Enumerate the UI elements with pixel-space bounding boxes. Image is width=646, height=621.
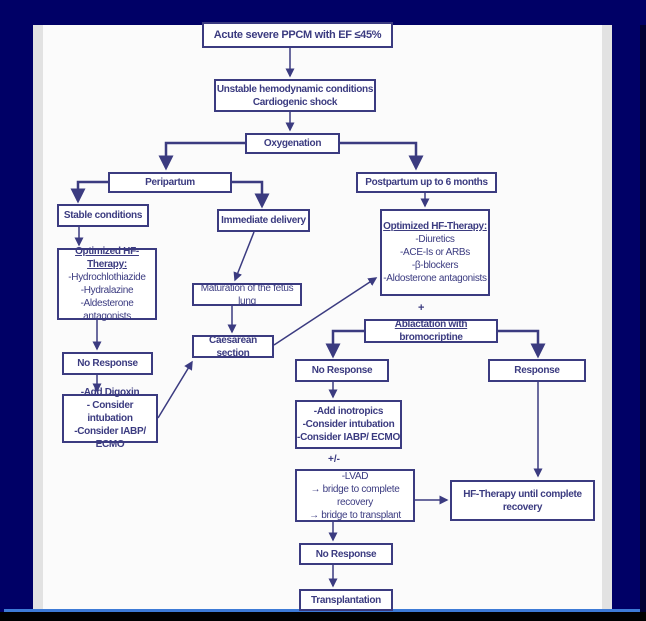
node-no-response-left: No Response — [62, 352, 153, 375]
node-text: Ablactation with bromocriptine — [394, 319, 468, 343]
arrow — [233, 231, 255, 282]
node-text: Acute severe PPCM with EF ≤45% — [213, 28, 382, 41]
node-caesarean: Caesarean section — [192, 334, 274, 359]
node-no-response-bottom: No Response — [299, 543, 393, 565]
node-item: -LVAD — [341, 470, 369, 482]
node-item: -Add inotropics — [313, 406, 384, 417]
node-item: -Add Digoxin — [80, 387, 140, 398]
node-item: - Consider intubation — [86, 400, 134, 424]
arrow — [70, 180, 108, 204]
plus-minus-label: +/- — [328, 454, 340, 465]
node-item: -β-blockers — [411, 260, 459, 271]
node-item: → bridge to transplant — [309, 509, 401, 521]
node-acute: Acute severe PPCM with EF ≤45% — [202, 22, 393, 48]
node-item: -Diuretics — [415, 234, 455, 245]
node-item: -Hydrochlothiazide — [68, 272, 146, 283]
node-item: -Consider IABP/ ECMO — [297, 432, 400, 443]
node-peripartum: Peripartum — [108, 172, 232, 193]
arrow — [325, 329, 364, 359]
node-text: Immediate delivery — [221, 215, 306, 226]
node-postpartum: Postpartum up to 6 months — [356, 172, 497, 193]
node-text: Transplantation — [311, 594, 381, 606]
arrow — [340, 141, 424, 171]
node-text: No Response — [311, 365, 373, 376]
node-text: Caesarean section — [209, 334, 257, 359]
node-item: -Hydralazine — [80, 285, 134, 296]
node-oxygenation: Oxygenation — [245, 133, 340, 154]
node-text: No Response — [315, 548, 377, 560]
window-edge — [640, 25, 646, 621]
arrow — [232, 180, 270, 209]
arrow — [273, 277, 378, 346]
node-no-response-mid: No Response — [295, 359, 389, 382]
node-text: No Response — [77, 358, 138, 369]
node-response: Response — [488, 359, 586, 382]
arrow — [498, 329, 546, 359]
arrow — [158, 141, 245, 171]
node-transplantation: Transplantation — [299, 589, 393, 611]
node-text: Response — [514, 365, 560, 376]
node-text: recovery — [502, 501, 543, 513]
node-text: Cardiogenic shock — [252, 96, 338, 108]
node-maturation: Maturation of the fetus lung — [192, 282, 302, 307]
node-text: Stable conditions — [63, 210, 143, 221]
node-text: Oxygenation — [263, 138, 322, 149]
node-item: -Consider IABP/ ECMO — [74, 426, 146, 450]
node-text: HF-Therapy until complete — [463, 488, 582, 500]
arrow — [157, 360, 193, 419]
node-item: -ACE-Is or ARBs — [400, 247, 470, 258]
slide-left-border — [33, 25, 43, 610]
node-title: Optimized HF-Therapy: — [75, 246, 139, 270]
node-digoxin: -Add Digoxin - Consider intubation -Cons… — [62, 387, 158, 450]
node-item: -Aldosterone antagonists — [383, 273, 487, 284]
node-inotropics: -Add inotropics -Consider intubation -Co… — [295, 400, 402, 449]
node-item: -Aldesterone antagonists — [80, 298, 134, 322]
node-immediate-delivery: Immediate delivery — [217, 209, 310, 232]
node-stable: Stable conditions — [57, 204, 149, 227]
node-text: Postpartum up to 6 months — [365, 177, 488, 188]
node-hf-therapy-left: Optimized HF-Therapy: -Hydrochlothiazide… — [57, 246, 157, 322]
node-title: Optimized HF-Therapy: — [383, 221, 487, 232]
node-ablactation: Ablactation with bromocriptine — [364, 319, 498, 343]
node-hf-therapy-right: Optimized HF-Therapy: -Diuretics -ACE-Is… — [380, 209, 490, 296]
bottom-bar — [0, 612, 646, 621]
node-hf-until-recovery: HF-Therapy until complete recovery — [450, 480, 595, 521]
node-text: Unstable hemodynamic conditions — [216, 83, 374, 95]
node-lvad: -LVAD → bridge to complete recovery → br… — [295, 469, 415, 522]
node-item: → bridge to complete recovery — [310, 483, 400, 508]
slide-right-border — [602, 25, 612, 610]
node-item: -Consider intubation — [302, 419, 395, 430]
plus-label: + — [418, 302, 425, 314]
node-text: Peripartum — [145, 177, 195, 188]
node-text: Maturation of the fetus lung — [200, 282, 294, 307]
